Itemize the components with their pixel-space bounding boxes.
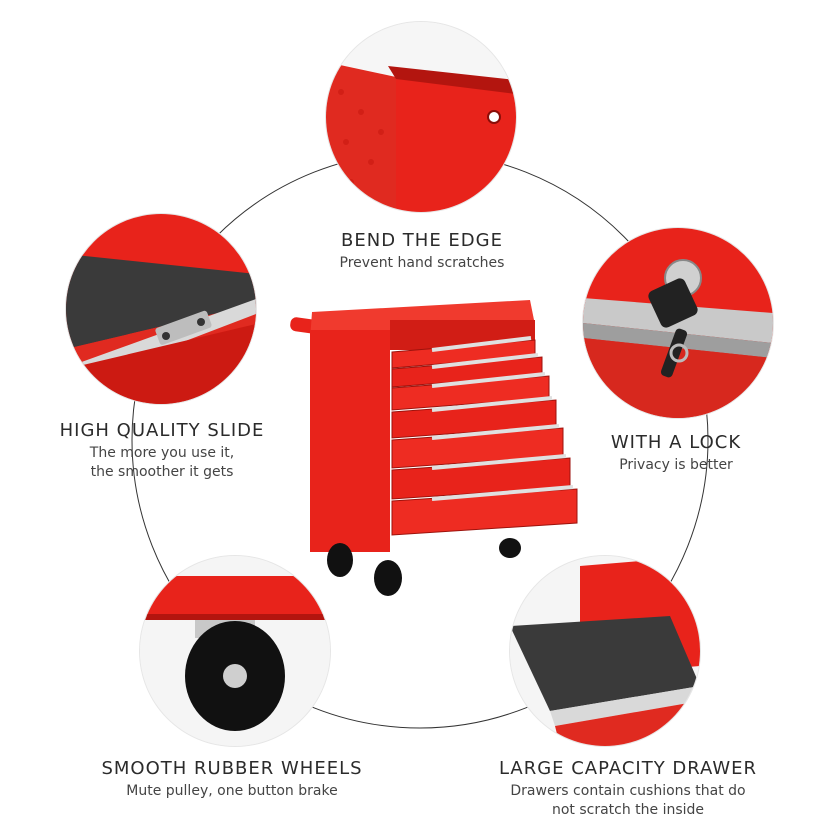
detail-wheels [140,556,330,746]
drawer-handle [431,454,567,470]
feature-description: Drawers contain cushions that do not scr… [510,783,746,818]
drawer-handle [431,424,560,440]
feature-description: Mute pulley, one button brake [126,783,338,799]
feature-title: HIGH QUALITY SLIDE [59,420,265,441]
detail-drawer [510,556,700,746]
drawer-handle [431,372,546,388]
feature-title: LARGE CAPACITY DRAWER [498,758,758,779]
drawer-handle [431,353,539,369]
feature-slide: HIGH QUALITY SLIDE The more you use it, … [40,420,284,482]
feature-title: WITH A LOCK [610,432,742,453]
feature-wheels: SMOOTH RUBBER WHEELS Mute pulley, one bu… [90,758,374,801]
feature-description: The more you use it, the smoother it get… [89,445,235,480]
detail-slide [66,214,256,404]
feature-lock: WITH A LOCK Privacy is better [576,432,776,475]
drawer-handle [431,396,553,412]
drawer-handle [431,336,532,352]
detail-lock [583,228,773,418]
feature-title: SMOOTH RUBBER WHEELS [101,758,363,779]
detail-bend-edge [326,22,516,212]
feature-drawer: LARGE CAPACITY DRAWER Drawers contain cu… [490,758,766,820]
feature-bend-edge: BEND THE EDGE Prevent hand scratches [300,230,544,273]
drawer-handle [431,485,574,501]
feature-title: BEND THE EDGE [341,230,503,251]
feature-description: Prevent hand scratches [339,255,505,271]
feature-description: Privacy is better [619,457,733,473]
